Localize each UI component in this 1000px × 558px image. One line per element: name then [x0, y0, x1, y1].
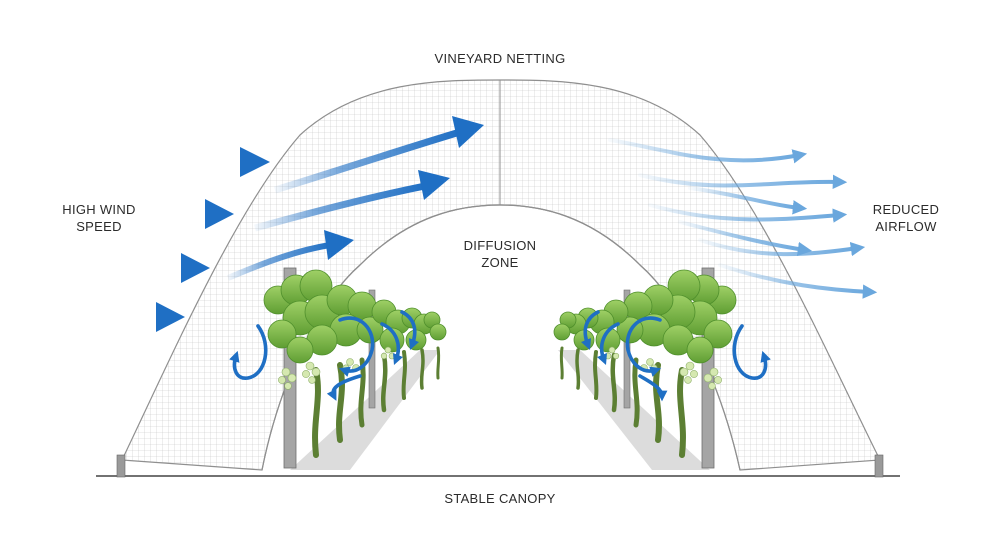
eddy-left-2 [326, 374, 362, 401]
reduced-arrow-2 [638, 173, 848, 189]
eddy-right-1 [625, 316, 662, 377]
anchor-stake-left [116, 454, 126, 478]
net-arrow-2-head [418, 170, 450, 200]
wind-arrow-2-head [205, 199, 234, 229]
wind-arrow-1-head [240, 147, 270, 177]
eddy-left-outer [229, 324, 268, 380]
eddy-left-1 [338, 316, 375, 377]
reduced-airflow-label-line2: AIRFLOW [875, 219, 937, 234]
net-arrow-1 [273, 128, 462, 194]
net-arrow-2 [254, 182, 426, 232]
eddy-right-3 [596, 322, 620, 366]
vine-foliage-right [553, 269, 737, 364]
netting-wind-arrows [226, 116, 484, 281]
net-arrow-3-head [324, 230, 354, 260]
diffusion-zone-label-line1: DIFFUSION [463, 238, 537, 253]
eddy-left-3 [380, 322, 404, 366]
high-wind-speed-label-line1: HIGH WIND [62, 202, 136, 217]
high-wind-arrows [78, 147, 270, 332]
reduced-arrow-4 [648, 203, 848, 223]
reduced-arrow-5 [678, 220, 813, 257]
net-arrow-3 [226, 242, 331, 281]
reduced-arrow-6 [698, 238, 866, 257]
vine-foliage-left [263, 269, 447, 364]
eddy-right-4 [580, 310, 600, 351]
vine-trunks-right [559, 346, 686, 458]
high-wind-speed-label: HIGH WIND SPEED [40, 201, 158, 235]
eddy-arrows [229, 310, 771, 402]
stable-canopy-label: STABLE CANOPY [444, 491, 556, 506]
reduced-airflow-label-line1: REDUCED [872, 202, 940, 217]
reduced-arrow-7 [718, 263, 878, 299]
reduced-arrow-3 [688, 186, 808, 215]
reduced-arrow-1 [608, 138, 808, 164]
net-arrow-1-head [452, 116, 484, 148]
reduced-airflow-label: REDUCED AIRFLOW [846, 201, 966, 235]
grape-clusters-right [604, 346, 722, 390]
diagram-title: VINEYARD NETTING [434, 51, 566, 66]
reduced-airflow-arrows [608, 138, 878, 299]
wind-arrow-3-head [181, 253, 210, 283]
eddy-right-2 [638, 374, 668, 402]
high-wind-speed-label-line2: SPEED [76, 219, 122, 234]
diffusion-zone-label: DIFFUSION ZONE [430, 237, 570, 271]
wind-arrow-4-head [156, 302, 185, 332]
eddy-right-outer [732, 324, 771, 380]
eddy-left-4 [400, 310, 420, 351]
diffusion-zone-label-line2: ZONE [481, 255, 519, 270]
anchor-stake-right [874, 454, 884, 478]
